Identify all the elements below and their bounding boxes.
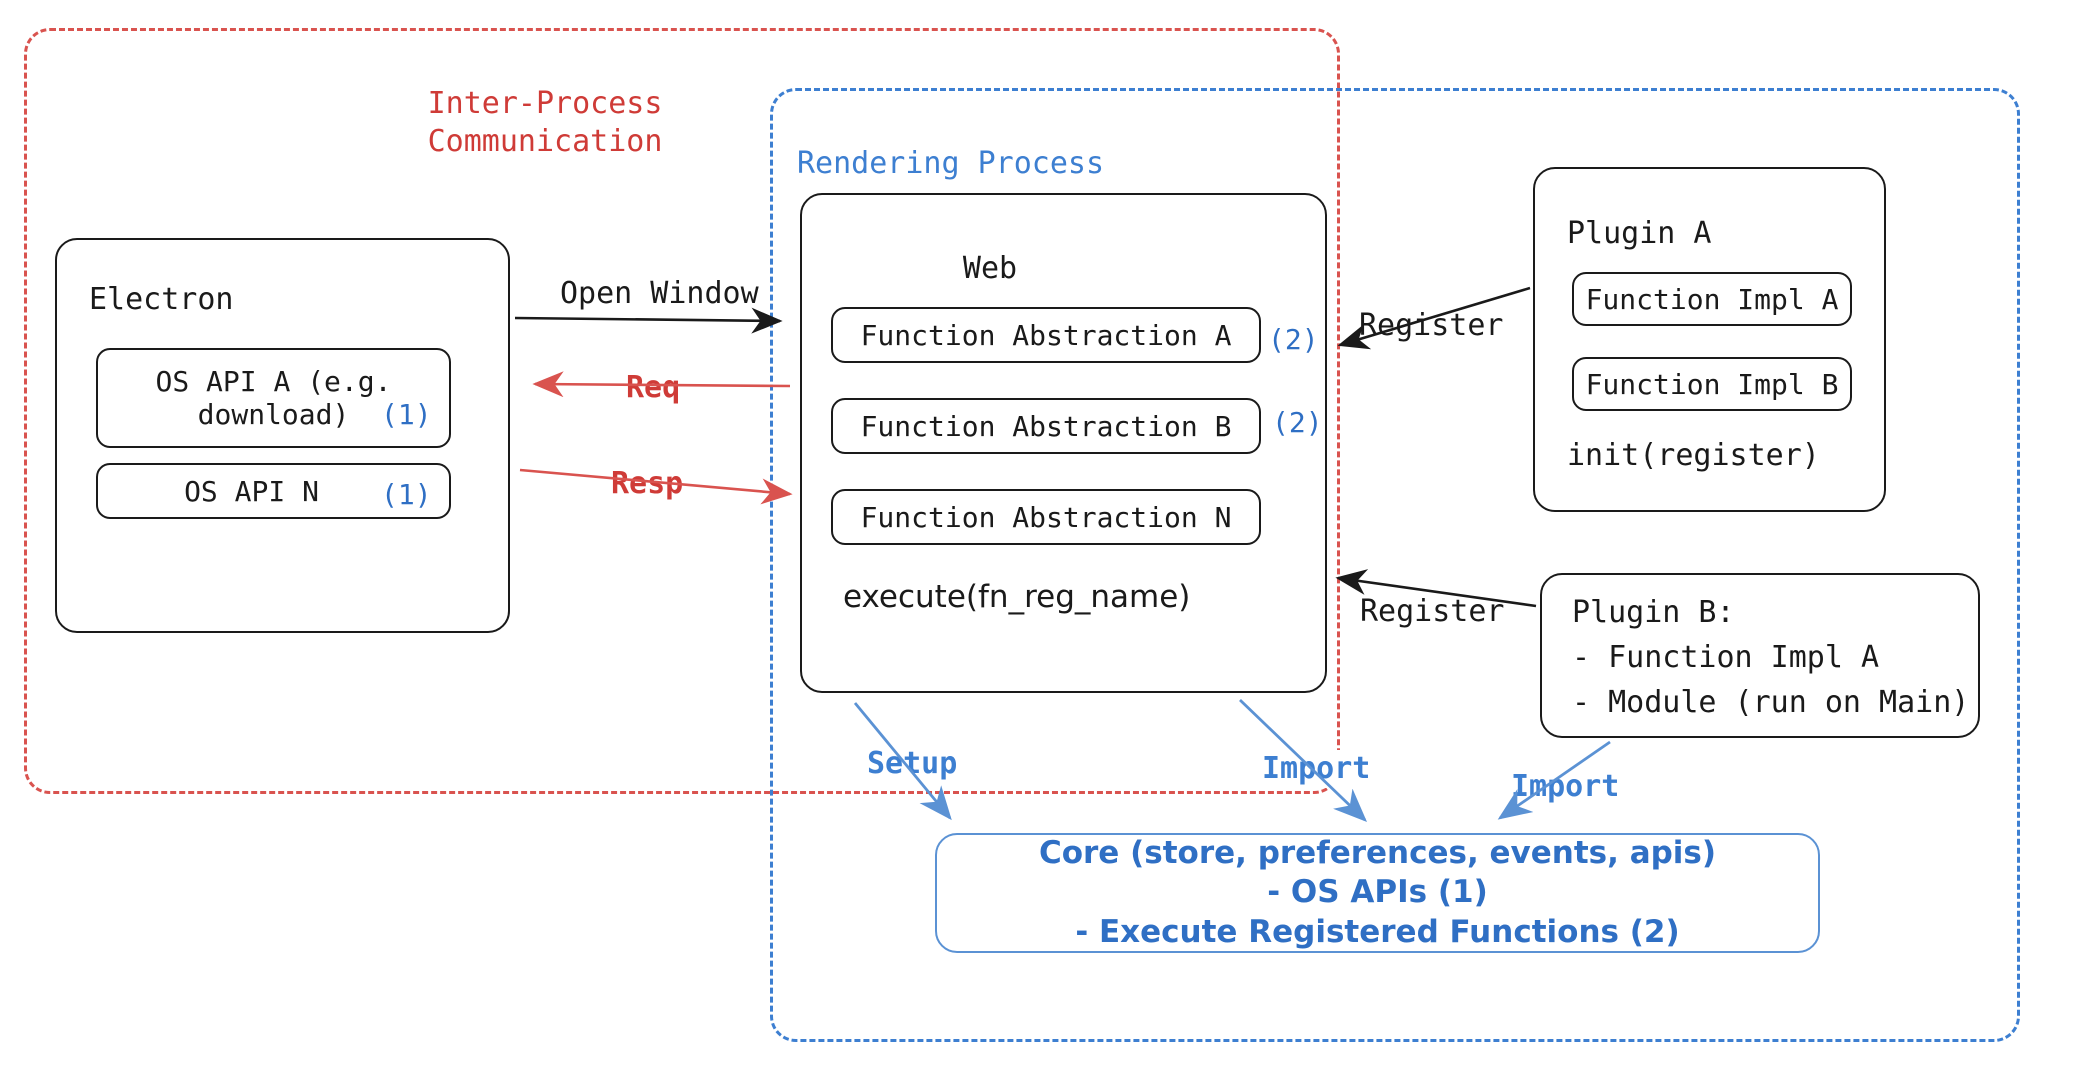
ipc-group-label: Inter-Process Communication xyxy=(427,86,663,160)
register-plugin-b-arrow-label: Register xyxy=(1356,593,1509,632)
function-abstraction-a-label: Function Abstraction A xyxy=(860,318,1232,352)
open-window-arrow-label: Open Window xyxy=(560,276,759,311)
plugin-b-title: Plugin B: xyxy=(1572,595,1735,630)
function-impl-b-box: Function Impl B xyxy=(1572,357,1852,411)
function-abstraction-b-tag: (2) xyxy=(1272,406,1323,439)
req-arrow-label: Req xyxy=(620,369,687,408)
plugin-a-box xyxy=(1533,167,1886,512)
plugin-b-line-2: - Module (run on Main) xyxy=(1572,685,1970,720)
core-line-2: - OS APIs (1) xyxy=(1267,874,1488,911)
function-abstraction-b-box: Function Abstraction B xyxy=(831,398,1261,454)
os-api-n-box: OS API N xyxy=(96,463,451,519)
function-abstraction-n-box: Function Abstraction N xyxy=(831,489,1261,545)
plugin-b-line-1: - Function Impl A xyxy=(1572,640,1880,675)
os-api-n-label: OS API N xyxy=(184,474,319,508)
plugin-a-title: Plugin A xyxy=(1567,216,1712,251)
os-api-a-box: OS API A (e.g. download) xyxy=(96,348,451,448)
rendering-process-group-label: Rendering Process xyxy=(797,146,1105,181)
electron-title: Electron xyxy=(89,282,234,317)
function-abstraction-a-box: Function Abstraction A xyxy=(831,307,1261,363)
os-api-a-label: OS API A (e.g. download) xyxy=(155,365,392,431)
rendering-process-group-boundary xyxy=(770,88,2020,1042)
web-execute-label: execute(fn_reg_name) xyxy=(843,579,1191,615)
function-abstraction-a-tag: (2) xyxy=(1268,323,1319,356)
function-abstraction-n-label: Function Abstraction N xyxy=(860,500,1232,534)
function-impl-a-box: Function Impl A xyxy=(1572,272,1852,326)
import-web-arrow-label: Import xyxy=(1257,750,1376,789)
plugin-a-init-label: init(register) xyxy=(1567,438,1820,473)
function-impl-b-label: Function Impl B xyxy=(1585,367,1839,401)
function-impl-a-label: Function Impl A xyxy=(1585,282,1839,316)
ipc-group-boundary xyxy=(24,28,1340,794)
setup-arrow-label: Setup xyxy=(862,745,963,784)
web-title: Web xyxy=(962,251,1018,286)
register-plugin-a-arrow-label: Register xyxy=(1355,307,1508,346)
resp-arrow-label: Resp xyxy=(605,465,690,504)
plugin-b-box xyxy=(1540,573,1980,738)
os-api-n-tag: (1) xyxy=(381,478,432,511)
core-line-3: - Execute Registered Functions (2) xyxy=(1075,913,1680,950)
core-box: Core (store, preferences, events, apis) … xyxy=(935,833,1820,953)
os-api-a-tag: (1) xyxy=(381,398,432,431)
function-abstraction-b-label: Function Abstraction B xyxy=(860,409,1232,443)
import-plugin-arrow-label: Import xyxy=(1506,768,1625,807)
core-line-1: Core (store, preferences, events, apis) xyxy=(1038,834,1717,871)
